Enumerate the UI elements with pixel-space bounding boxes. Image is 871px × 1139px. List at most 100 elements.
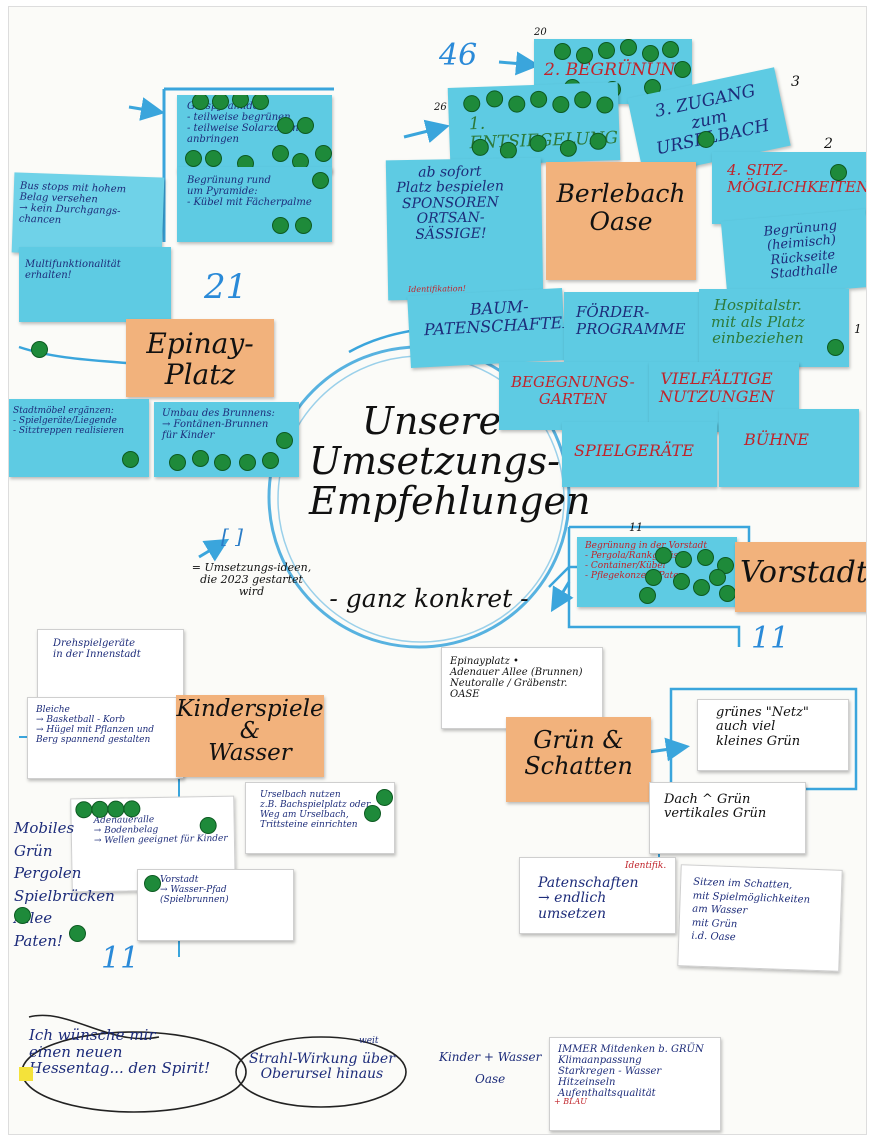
gruen-note-netz-text: grünes "Netz" auch viel kleines Grün <box>716 705 809 749</box>
note-baum-text: BAUM- PATENSCHAFTEN <box>423 296 566 339</box>
vote-dot <box>508 95 526 113</box>
epinay-note-kuebel: Begrünung rund um Pyramide: - Kübel mit … <box>177 167 332 242</box>
vote-dot <box>827 339 844 356</box>
epinay-note-bus: Bus stops mit hohem Belag versehen → kei… <box>11 172 165 258</box>
berlebach-n3: 3 <box>791 74 800 90</box>
vote-dot <box>272 145 289 162</box>
vorstadt-note-text: Begrünung in der Vorstadt - Pergola/Rank… <box>585 541 707 581</box>
gruen-note-sitzen: Sitzen im Schatten, mit Spielmöglichkeit… <box>677 864 843 972</box>
vote-dot <box>262 452 279 469</box>
note-foerder: FÖRDER- PROGRAMME <box>564 292 704 367</box>
vote-dot <box>315 145 332 162</box>
note-foerder-text: FÖRDER- PROGRAMME <box>576 303 686 338</box>
vote-dot <box>559 139 578 158</box>
vote-dot <box>14 907 31 924</box>
note-buehne-text: BÜHNE <box>744 430 809 449</box>
epinay-note-pyramid: Graspyramide: - teilweise begrünen - tei… <box>177 95 332 173</box>
gruen-note-sitzen-text: Sitzen im Schatten, mit Spielmöglichkeit… <box>691 876 811 944</box>
note-hospital-text: Hospitalstr. mit als Platz einbeziehen <box>711 296 805 347</box>
kinder-note-vorstadt: Vorstadt → Wasser-Pfad (Spielbrunnen) <box>137 869 294 941</box>
sticker <box>19 1067 33 1081</box>
epinay-note-moebel-text: Stadtmöbel ergänzen: - Spielgeräte/Liege… <box>13 406 125 436</box>
epinay-note-brunnen-text: Umbau des Brunnens: → Fontänen-Brunnen f… <box>162 408 275 441</box>
vote-dot <box>312 172 329 189</box>
vote-dot <box>185 150 202 167</box>
bottom-strahl-small: weit <box>359 1036 379 1046</box>
note-sitz-text: 4. SITZ- MÖGLICHKEITEN <box>727 161 867 196</box>
gruen-note-paten: Patenschaften → endlich umsetzen Identif… <box>519 857 676 934</box>
epinay-note-brunnen: Umbau des Brunnens: → Fontänen-Brunnen f… <box>154 402 299 477</box>
bottom-strahl: Strahl-Wirkung über Oberursel hinaus <box>249 1051 395 1083</box>
note-rueckseite: Begrünung (heimisch) Rückseite Stadthall… <box>720 208 866 300</box>
note-begegnung-text: BEGEGNUNGS- GARTEN <box>511 373 635 408</box>
vote-dot <box>673 573 690 590</box>
vorstadt-n11: 11 <box>629 521 643 534</box>
note-baum: BAUM- PATENSCHAFTEN <box>407 287 566 369</box>
vote-dot <box>639 587 656 604</box>
note-vielfaeltig-text: VIELFÄLTIGE NUTZUNGEN <box>659 369 775 406</box>
vote-dot <box>645 569 662 586</box>
vote-dot <box>719 585 736 602</box>
vote-dot <box>552 95 570 114</box>
vote-dot <box>276 432 293 449</box>
vote-dot <box>598 42 615 59</box>
vote-dot <box>122 451 139 468</box>
kinder-note-bleiche-text: Bleiche → Basketball - Korb → Hügel mit … <box>36 705 155 745</box>
kinder-note-vorstadt-text: Vorstadt → Wasser-Pfad (Spielbrunnen) <box>160 875 229 905</box>
epinay-note-moebel: Stadtmöbel ergänzen: - Spielgeräte/Liege… <box>9 399 149 477</box>
gruen-note-dach: Dach ^ Grün vertikales Grün <box>649 782 806 854</box>
note-begruenung-text: 2. BEGRÜNUNG <box>544 60 689 80</box>
note-buehne: BÜHNE <box>719 409 859 487</box>
legend-bracket: [ ] <box>221 524 243 548</box>
kinder-note-mobil: Mobiles Grün Pergolen Spielbrücken Allee… <box>14 819 115 950</box>
vote-dot <box>499 141 518 160</box>
connector-lines <box>18 51 858 1113</box>
vote-dot <box>205 150 222 167</box>
vote-dot <box>212 95 229 110</box>
vote-dot <box>674 61 691 78</box>
vote-dot <box>655 547 672 564</box>
gruen-label: Grün & Schatten <box>506 717 651 802</box>
vorstadt-label: Vorstadt <box>735 542 867 612</box>
vote-dot <box>295 217 312 234</box>
gruen-note-orte-text: Epinayplatz • Adenauer Allee (Brunnen) N… <box>450 656 583 700</box>
kinder-note-dreh-text: Drehspielgeräte in der Innenstadt <box>53 638 141 660</box>
vote-dot <box>529 90 548 109</box>
bottom-wunsch: Ich wünsche mir einen neuen Hessentag...… <box>29 1026 211 1077</box>
center-title: Unsere Umsetzungs- Empfehlungen <box>309 399 591 523</box>
legend-text: = Umsetzungs-ideen, die 2023 gestartet w… <box>191 561 312 599</box>
kinder-note-urselbach-text: Urselbach nutzen z.B. Bachspielplatz ode… <box>260 790 371 830</box>
note-rueckseite-text: Begrünung (heimisch) Rückseite Stadthall… <box>763 218 839 283</box>
berlebach-n26: 26 <box>434 102 447 113</box>
vote-dot <box>576 47 593 64</box>
vorstadt-count: 11 <box>751 621 790 656</box>
bottom-kinder: Kinder + Wasser Oase <box>439 1050 542 1086</box>
vote-dot <box>620 39 637 56</box>
vote-dot <box>169 454 186 471</box>
vote-dot <box>192 95 209 110</box>
epinay-note-kuebel-text: Begrünung rund um Pyramide: - Kübel mit … <box>187 175 312 208</box>
vote-dot <box>709 569 726 586</box>
vorstadt-note: Begrünung in der Vorstadt - Pergola/Rank… <box>577 537 737 607</box>
vorstadt-label-text: Vorstadt <box>740 555 867 590</box>
epinay-label-text: Epinay- Platz <box>146 327 254 391</box>
vote-dot <box>662 41 679 58</box>
vote-dot <box>232 95 249 108</box>
note-spielgeraete-text: SPIELGERÄTE <box>574 441 694 460</box>
vote-dot <box>69 925 86 942</box>
vote-dot <box>252 95 269 110</box>
bottom-immer-side: + BLAU <box>554 1097 587 1106</box>
epinay-label: Epinay- Platz <box>126 319 274 397</box>
kinder-note-bleiche: Bleiche → Basketball - Korb → Hügel mit … <box>27 697 184 779</box>
vote-dot <box>144 875 161 892</box>
vote-dot <box>462 94 481 113</box>
vote-dot <box>693 579 710 596</box>
vote-dot <box>573 90 592 109</box>
center-subtitle: - ganz konkret - <box>329 584 529 613</box>
note-begegnung: BEGEGNUNGS- GARTEN <box>499 362 649 430</box>
note-spielgeraete: SPIELGERÄTE <box>562 422 717 487</box>
epinay-count: 21 <box>204 267 248 307</box>
note-entsiegelung: 1. ENTSIEGELUNG <box>447 82 621 166</box>
vote-dot <box>642 45 659 62</box>
gruen-note-orte: Epinayplatz • Adenauer Allee (Brunnen) N… <box>441 647 603 729</box>
